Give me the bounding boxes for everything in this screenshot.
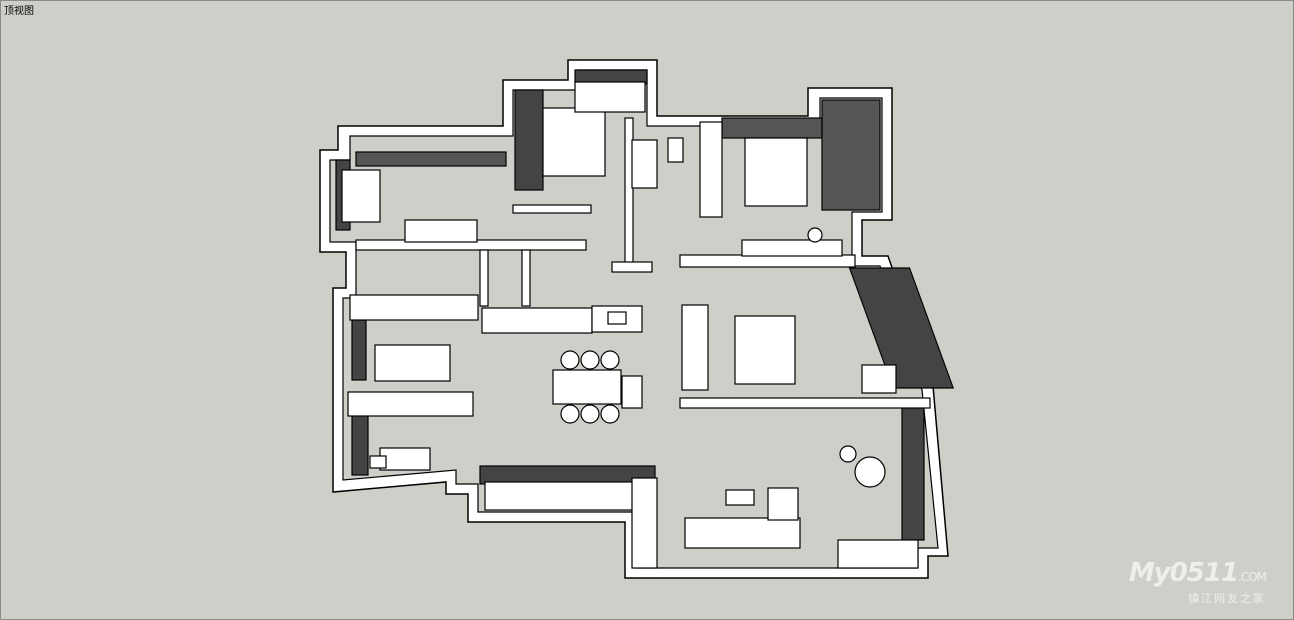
wall-shadow — [351, 414, 369, 476]
coffee-table — [725, 489, 755, 506]
sofa — [404, 219, 478, 243]
interior-wall — [521, 249, 531, 307]
wall-shadow — [721, 117, 823, 139]
round-table — [854, 456, 886, 488]
sink — [607, 311, 627, 325]
stool — [839, 445, 857, 463]
chair — [600, 404, 620, 424]
cabinet — [369, 455, 387, 469]
toilet — [667, 137, 684, 163]
interior-wall — [512, 204, 592, 214]
chair — [600, 350, 620, 370]
interior-wall — [699, 121, 723, 218]
interior-wall — [611, 261, 653, 273]
dining-table — [552, 369, 622, 405]
wardrobe — [341, 169, 381, 223]
desk — [741, 239, 843, 257]
wall-shadow — [514, 89, 544, 191]
cabinet — [347, 391, 474, 417]
chair — [560, 404, 580, 424]
interior-wall — [349, 294, 479, 321]
cabinet — [374, 344, 451, 382]
wardrobe — [681, 304, 709, 391]
wardrobe — [574, 81, 646, 113]
wall-shadow — [848, 267, 955, 389]
bay-window-seat — [837, 539, 919, 569]
interior-wall — [679, 254, 856, 268]
cabinet — [861, 364, 897, 394]
view-name-label: 顶视图 — [4, 6, 34, 17]
wall-shadow — [479, 465, 656, 485]
bed — [744, 137, 808, 207]
balcony-column — [631, 477, 658, 569]
wall-shadow — [901, 399, 925, 541]
chair — [580, 350, 600, 370]
watermark-tagline: 镇江网友之家 — [1188, 592, 1266, 605]
interior-wall — [679, 397, 931, 409]
bed — [734, 315, 796, 385]
interior-wall — [479, 249, 489, 307]
dining-chairs — [560, 350, 620, 424]
wall-shadow — [351, 319, 367, 381]
sideboard — [621, 375, 643, 409]
kitchen-counter — [481, 307, 593, 334]
cabinet — [379, 447, 431, 471]
sofa-arm — [767, 487, 799, 521]
wall-shadow — [821, 99, 881, 211]
chair — [807, 227, 823, 243]
sofa — [684, 517, 801, 549]
chair — [560, 350, 580, 370]
watermark-domain: .COM — [1238, 570, 1267, 584]
wall-shadow — [355, 151, 507, 167]
watermark-logo: My0511 — [1128, 558, 1239, 588]
bathtub — [631, 139, 658, 189]
bed — [542, 107, 606, 177]
watermark: My0511.COM 镇江网友之家 — [1128, 558, 1267, 606]
tv-cabinet — [484, 481, 634, 511]
chair — [580, 404, 600, 424]
